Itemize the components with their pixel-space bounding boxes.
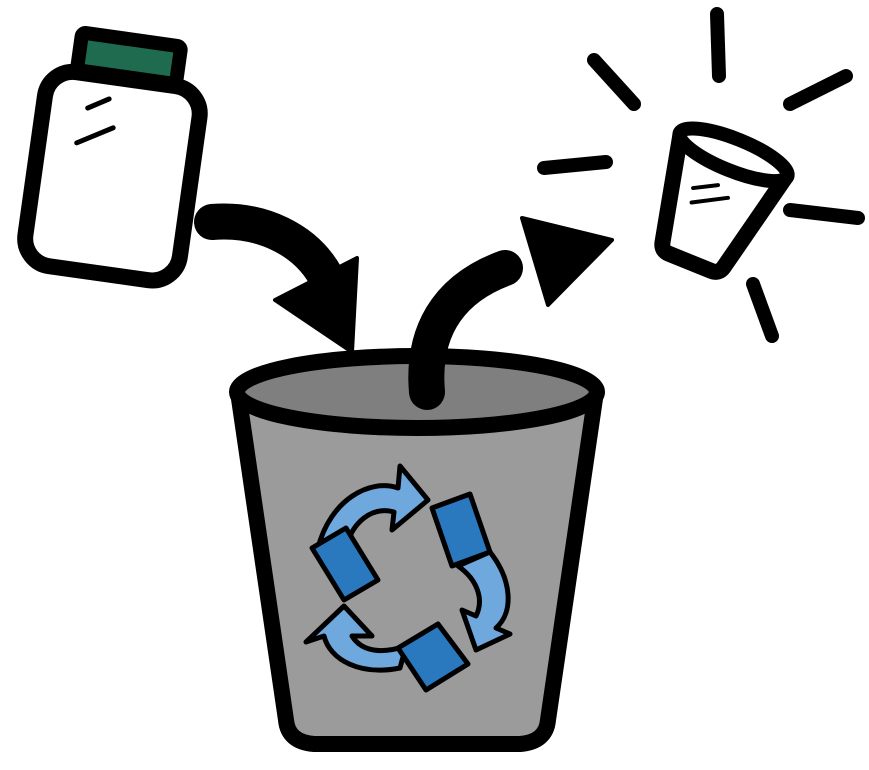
bin-body — [238, 392, 596, 744]
curved-arrow-down-icon — [212, 222, 357, 352]
shiny-glass-cup-icon — [544, 14, 858, 336]
recycling-bin-icon — [237, 356, 597, 744]
glass-jar-icon — [22, 29, 209, 284]
jar-body — [22, 68, 204, 284]
